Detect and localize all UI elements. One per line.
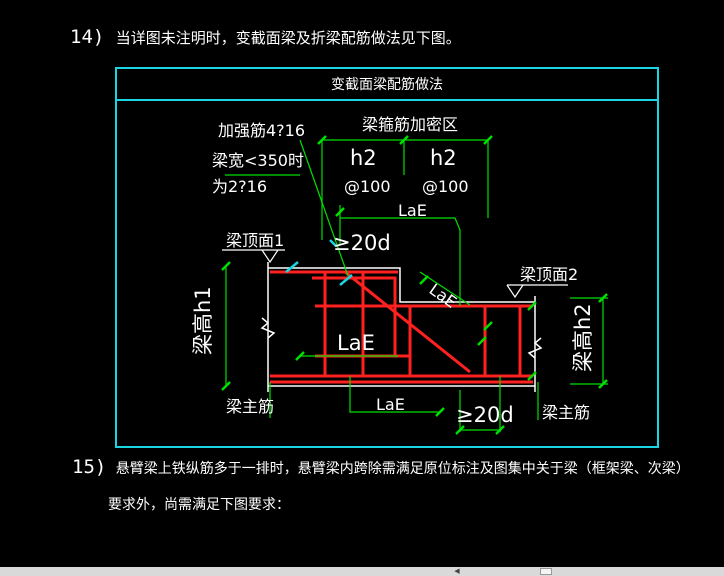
detail-frame: 变截面梁配筋做法: [115, 67, 659, 448]
beam-outline: [260, 262, 543, 392]
note-15-line-2: 要求外，尚需满足下图要求：: [108, 497, 290, 513]
note-14: 14) 当详图未注明时，变截面梁及折梁配筋做法见下图。: [70, 26, 461, 48]
label-beam-height-2: 梁高h2: [571, 303, 595, 372]
label-spacing-a: @100: [344, 177, 391, 196]
top-bar-left-bend: [312, 276, 397, 305]
label-main-bar-left: 梁主筋: [226, 397, 274, 416]
scroll-left-arrow-icon[interactable]: ◀: [454, 567, 460, 575]
label-lae-mid: LaE: [337, 331, 375, 355]
scroll-thumb[interactable]: [540, 568, 552, 575]
diagonal-bar: [344, 270, 471, 374]
label-beam-top-1: 梁顶面1: [226, 231, 284, 250]
label-add-bar: 加强筋4?16: [218, 121, 305, 140]
note-15-continuation: 要求外，尚需满足下图要求：: [108, 494, 290, 514]
dimension-ticks: [221, 135, 608, 435]
label-lae-bottom: LaE: [376, 395, 405, 414]
note-15-line-1: 悬臂梁上铁纵筋多于一排时，悬臂梁内跨除需满足原位标注及图集中关于梁（框架梁、次梁…: [115, 461, 690, 477]
note-15-number: 15): [72, 456, 107, 478]
top-surface-2-triangle: [506, 284, 524, 299]
label-ge20d-bottom: ≥20d: [456, 403, 514, 427]
section-ticks: [285, 239, 353, 286]
label-beam-width-1: 梁宽<350时: [212, 151, 304, 170]
label-beam-top-2: 梁顶面2: [520, 265, 578, 284]
label-lae-top: LaE: [398, 201, 427, 220]
frame-title: 变截面梁配筋做法: [331, 77, 443, 93]
label-beam-width-2: 为2?16: [212, 177, 267, 196]
label-h2-a: h2: [350, 146, 377, 170]
label-main-bar-right: 梁主筋: [542, 403, 590, 422]
note-15: 15) 悬臂梁上铁纵筋多于一排时，悬臂梁内跨除需满足原位标注及图集中关于梁（框架…: [72, 456, 690, 478]
break-mark-right: [527, 337, 543, 359]
top-surface-1-triangle: [261, 249, 279, 264]
note-14-text: 当详图未注明时，变截面梁及折梁配筋做法见下图。: [115, 29, 461, 47]
label-spacing-b: @100: [422, 177, 469, 196]
label-stirrup-zone: 梁箍筋加密区: [362, 115, 458, 134]
label-h2-b: h2: [430, 146, 457, 170]
break-mark-left: [260, 317, 276, 339]
frame-title-bar: 变截面梁配筋做法: [117, 69, 657, 101]
label-ge20d-top: ≥20d: [333, 231, 391, 255]
horizontal-scrollbar[interactable]: ◀: [0, 567, 724, 576]
rebar: [270, 270, 533, 384]
surface-markers: [222, 249, 568, 299]
beam-outline-top: [268, 267, 535, 303]
dimension-lines: [225, 139, 608, 432]
note-14-number: 14): [70, 26, 105, 48]
label-beam-height-1: 梁高h1: [191, 286, 215, 355]
